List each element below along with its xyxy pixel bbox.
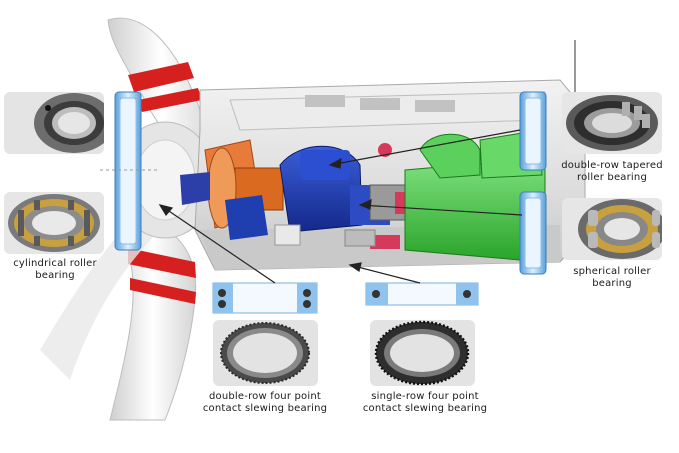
- cylindrical-bearing-photo-top: [4, 92, 104, 154]
- single-row-slewing-photo: [370, 320, 475, 386]
- cylindrical-bearing-photo: [4, 192, 104, 254]
- spherical-roller-bearing-label: spherical roller bearing: [560, 266, 664, 290]
- spherical-bearing-photo: [562, 198, 662, 260]
- slewing-cross-section-left: [212, 282, 318, 314]
- double-row-slewing-photo: [213, 320, 318, 386]
- single-row-four-point-label: single-row four point contact slewing be…: [355, 391, 495, 415]
- leader-arrows: [158, 129, 523, 284]
- tapered-bearing-photo: [562, 92, 662, 154]
- blade-bearing-ring: [100, 91, 160, 251]
- slewing-cross-section-right: [365, 282, 479, 306]
- generator-bearing-rings: [519, 91, 547, 275]
- label-line-2: bearing: [592, 278, 632, 289]
- label-line-2: contact slewing bearing: [202, 403, 328, 414]
- label-line-1: cylindrical roller: [13, 258, 97, 269]
- label-line-2: bearing: [35, 270, 75, 281]
- double-row-tapered-label: double-row tapered roller bearing: [552, 160, 672, 184]
- upper-blade: [107, 17, 216, 151]
- lower-blade: [109, 214, 197, 421]
- label-line-2: contact slewing bearing: [362, 403, 488, 414]
- cylindrical-roller-bearing-label: cylindrical roller bearing: [0, 258, 110, 282]
- label-line-1: double-row tapered: [561, 160, 663, 171]
- double-row-four-point-label: double-row four point contact slewing be…: [195, 391, 335, 415]
- label-line-1: double-row four point: [208, 391, 322, 402]
- label-line-1: single-row four point: [371, 391, 479, 402]
- label-line-1: spherical roller: [573, 266, 651, 277]
- label-line-2: roller bearing: [576, 172, 647, 183]
